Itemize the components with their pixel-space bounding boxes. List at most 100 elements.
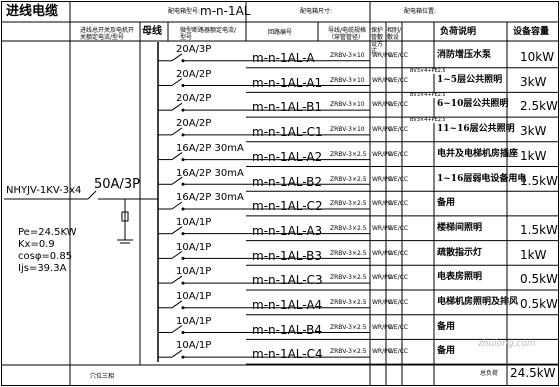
circuit-id: m-n-1AL-B4 [252, 322, 323, 337]
equipment-capacity: 1kW [520, 148, 547, 163]
circuit-id: m-n-1AL-C2 [252, 199, 323, 214]
sub-cable-label: BV3×4+PE2.5 [410, 117, 446, 124]
breaker-pivot [181, 232, 185, 236]
load-description: 1~5层公共照明 [437, 74, 503, 85]
breaker-pivot [181, 158, 185, 162]
phase-mark: WE/CC [388, 150, 409, 158]
cable-spec: ZRBV-3×10 [330, 52, 365, 59]
branch-breaker-rating: 16A/2P 30mA [176, 192, 244, 204]
breaker-contact [171, 250, 183, 259]
incoming-title: 进线电缆 [6, 4, 59, 19]
circuit-id: m-n-1AL-B1 [252, 100, 323, 115]
equipment-capacity: 2.5kW [520, 99, 558, 114]
load-description: 备用 [437, 198, 456, 209]
breaker-contact [171, 78, 183, 86]
breaker-contact [171, 275, 183, 284]
load-description: 备用 [437, 346, 456, 357]
phase-mark: WE/CC [388, 76, 409, 84]
load-kx: Kx=0.9 [18, 239, 55, 250]
load-cos: cosφ=0.85 [18, 251, 73, 262]
circuit-id: m-n-1AL-A1 [252, 75, 323, 90]
laying-method: WR/PC [372, 200, 392, 208]
box-model: m-n-1AL [200, 4, 251, 18]
phase-mark: WE/CC [388, 224, 409, 232]
laying-method: WR/PC [372, 126, 392, 134]
laying-method: WR/PC [372, 348, 392, 356]
circuit-id: m-n-1AL-C1 [252, 125, 323, 140]
branch-breaker-rating: 16A/2P 30mA [176, 142, 244, 154]
cable-spec: ZRBV-3×2.5 [330, 224, 367, 232]
load-description: 电表房照明 [437, 272, 483, 283]
col-header-cable: 导线/电缆规格（穿管管径） [328, 27, 367, 41]
branch-breaker-rating: 10A/1P [176, 216, 212, 228]
breaker-pivot [181, 256, 185, 260]
load-description: 备用 [437, 321, 456, 332]
sub-cable-label: BV3×4+PE2.5 [410, 67, 446, 74]
breaker-pivot [181, 306, 185, 310]
col-header-breaker: 进线总开关及电机开关额定电流/型号 [80, 27, 135, 41]
col-header-laying: 保护管敷设方式 [371, 27, 384, 55]
cable-spec: ZRBV-3×10 [330, 101, 365, 109]
branch-breaker-rating: 10A/1P [176, 241, 212, 253]
circuit-id: m-n-1AL-A3 [252, 223, 323, 238]
branch-breaker-rating: 16A/2P 30mA [176, 167, 244, 179]
load-description: 1~16层弱电设备用电 [437, 173, 527, 184]
laying-method: WR/PC [372, 150, 392, 158]
breaker-contact [171, 127, 183, 136]
load-description: 消防增压水泵 [437, 50, 492, 60]
laying-method: WR/PC [372, 323, 392, 331]
cable-spec: ZRBV-3×2.5 [330, 150, 367, 158]
load-description: 疏散指示灯 [437, 247, 483, 258]
box-location-label: 配电箱位置: [404, 8, 437, 15]
col-header-desc: 负荷说明 [440, 27, 477, 37]
phase-mark: WE/CC [388, 126, 409, 134]
breaker-contact [171, 53, 183, 62]
watermark: zhulong.com [478, 339, 536, 349]
laying-method: WR/PC [372, 249, 392, 257]
cable-spec: ZRBV-3×10 [330, 126, 365, 134]
laying-method: WR/PC [372, 76, 392, 84]
col-header-circuit: 回路编号 [268, 29, 293, 36]
branch-breaker-rating: 20A/2P [176, 93, 212, 105]
breaker-pivot [181, 108, 185, 112]
col-header-capacity: 设备容量 [513, 27, 550, 37]
branch-breaker-rating: 10A/1P [176, 340, 212, 352]
load-description: 楼梯间照明 [437, 222, 483, 233]
branch-breaker-rating: 20A/3P [176, 44, 212, 55]
load-description: 11~16层公共照明 [437, 124, 515, 135]
laying-method: WR/PC [372, 52, 392, 59]
breaker-pivot [181, 207, 185, 211]
laying-method: WR/PC [372, 224, 392, 232]
cable-spec: ZRBV-3×2.5 [330, 200, 367, 208]
total-label: 总负荷 [480, 370, 499, 377]
branch-breaker-rating: 10A/1P [176, 266, 212, 278]
phase-mark: WE/CC [388, 348, 409, 356]
total-value: 24.5kW [510, 366, 556, 380]
circuit-id: m-n-1AL-C4 [252, 347, 323, 362]
load-ijs: Ijs=39.3A [18, 263, 67, 274]
equipment-capacity: 10kW [520, 50, 555, 64]
load-description: 电井及电梯机房插座 [437, 148, 519, 159]
breaker-pivot [181, 182, 185, 186]
phase-mark: WE/CC [388, 249, 409, 257]
cable-spec: ZRBV-3×2.5 [330, 274, 367, 282]
phase-mark: WE/CC [388, 200, 409, 208]
load-description: 6~10层公共照明 [437, 99, 509, 110]
equipment-capacity: 0.5kW [520, 272, 558, 287]
circuit-id: m-n-1AL-A4 [252, 298, 323, 312]
phase-mark: WE/CC [388, 323, 409, 331]
load-description: 电梯机房照明及排风 [437, 297, 519, 307]
incoming-cable: NHYJV-1KV-3x4 [6, 185, 82, 196]
equipment-capacity: 0.5kW [520, 297, 558, 311]
phase-mark: WE/CC [388, 299, 409, 306]
cable-spec: ZRBV-3×2.5 [330, 323, 367, 331]
laying-method: WR/PC [372, 274, 392, 282]
cable-spec: ZRBV-3×2.5 [330, 348, 367, 356]
cable-spec: ZRBV-3×2.5 [330, 299, 367, 306]
breaker-contact [171, 325, 183, 333]
branch-breaker-rating: 20A/2P [176, 118, 212, 130]
circuit-id: m-n-1AL-A [252, 51, 315, 65]
col-header-bus: 母线 [142, 26, 162, 37]
box-size-label: 配电箱尺寸: [300, 8, 333, 15]
